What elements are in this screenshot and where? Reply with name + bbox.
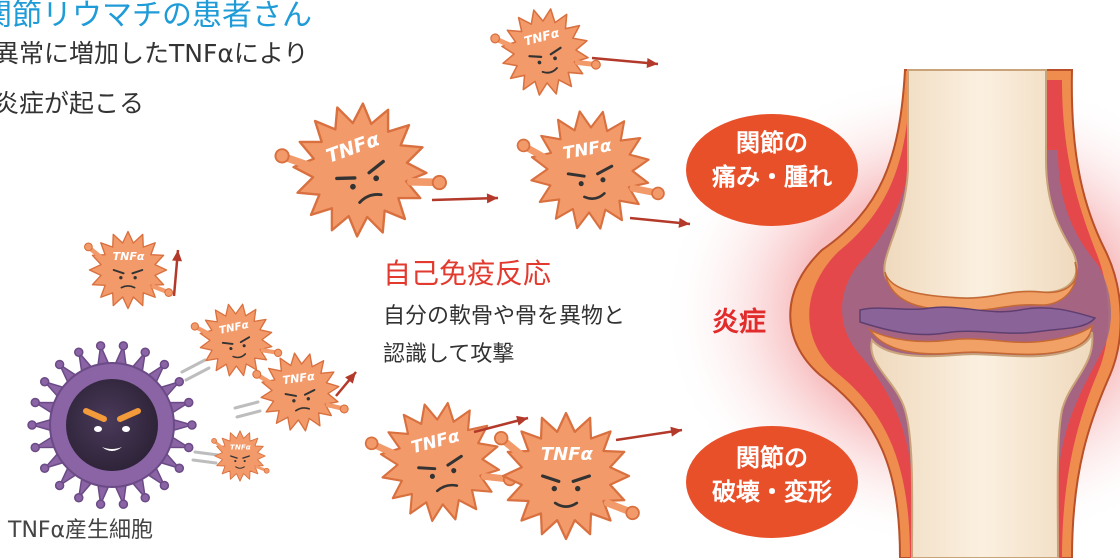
- bubble-pain-swelling-text: 関節の 痛み・腫れ: [687, 126, 857, 194]
- arrowhead: [678, 217, 690, 228]
- motion-arrow: [591, 56, 659, 66]
- tnf-alpha-label: TNFα: [541, 444, 594, 465]
- motion-arrow: [431, 196, 499, 202]
- tnf-producing-cell: [27, 341, 197, 509]
- tnf-alpha-creature: TNFα: [274, 102, 447, 238]
- tnf-alpha-creature: TNFα: [364, 401, 517, 523]
- subtitle-line-1: 異常に増加したTNFαにより: [0, 39, 309, 68]
- bubble-destruction-deformation-text: 関節の 破壊・変形: [687, 441, 857, 509]
- tnf-alpha-creature: TNFα: [83, 230, 174, 310]
- bubble-2-line-1: 関節の: [736, 444, 808, 472]
- arrowhead: [516, 415, 528, 426]
- subtitle-line-2: 炎症が起こる: [0, 89, 145, 118]
- tnf-alpha-label: TNFα: [282, 370, 316, 387]
- eroded-joint-space: [859, 306, 1097, 336]
- tnf-alpha-label: TNFα: [230, 443, 251, 452]
- lower-bone: [870, 331, 1094, 558]
- tnf-alpha-creature: TNFα: [211, 430, 270, 482]
- autoimmune-heading: 自己免疫反応: [383, 257, 552, 290]
- autoimmune-desc-line-2: 認識して攻撃: [383, 342, 515, 367]
- bubble-1-line-2: 痛み・腫れ: [712, 163, 832, 191]
- arrowhead: [172, 250, 183, 262]
- lower-cartilage: [867, 324, 1093, 356]
- emission-lines: [180, 358, 262, 465]
- bubble-pain-swelling: [686, 114, 858, 226]
- tnf-alpha-creature: TNFα: [516, 110, 665, 230]
- bubble-1-line-1: 関節の: [736, 129, 808, 157]
- tnf-alpha-creature: TNFα: [493, 411, 640, 541]
- producer-cell-label: TNFα産生細胞: [8, 518, 154, 543]
- tnf-alpha-creature: TNFα: [190, 303, 283, 377]
- bubble-2-line-2: 破壊・変形: [712, 478, 832, 506]
- bubble-destruction-deformation: [686, 426, 858, 538]
- tnf-alpha-creature: TNFα: [490, 8, 601, 96]
- autoimmune-desc-line-1: 自分の軟骨や骨を異物と: [383, 304, 626, 329]
- page-title: 関節リウマチの患者さん: [0, 0, 312, 33]
- arrowhead: [486, 193, 498, 204]
- arrowhead: [646, 58, 658, 68]
- tnf-alpha-label: TNFα: [113, 250, 145, 263]
- arrowhead: [345, 372, 356, 384]
- knee-joint: [789, 69, 1120, 558]
- tnf-alpha-creature: TNFα: [252, 352, 349, 432]
- arrowhead: [670, 426, 682, 437]
- inflammation-label: 炎症: [712, 307, 766, 338]
- motion-arrow: [615, 428, 683, 442]
